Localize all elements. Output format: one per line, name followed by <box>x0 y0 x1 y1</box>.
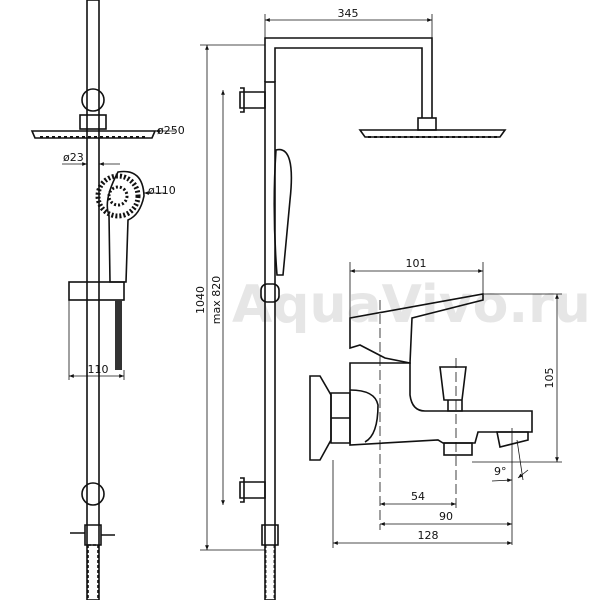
side-shower-head <box>358 129 507 138</box>
front-view: ø250 ø23 ø110 110 <box>30 0 185 600</box>
hand-shower <box>106 170 145 283</box>
lever-length-label: 101 <box>406 257 427 270</box>
aerator <box>443 442 473 456</box>
angle-label: 9° <box>494 465 507 478</box>
spout-tip <box>496 431 529 448</box>
diverter-knob <box>439 366 467 412</box>
dim-128-label: 128 <box>418 529 439 542</box>
side-slider <box>260 283 280 303</box>
overhead-shower-head <box>30 130 157 139</box>
top-wall-bracket <box>81 88 105 112</box>
dim-54-label: 54 <box>411 490 425 503</box>
hose <box>115 300 122 370</box>
side-top-bracket <box>239 87 266 113</box>
arm-reach-label: 345 <box>338 7 359 20</box>
holder-width-label: 110 <box>88 363 109 376</box>
height-label: 105 <box>543 368 556 389</box>
bottom-wall-bracket <box>81 482 105 506</box>
connection-nut <box>330 392 351 444</box>
wall-flange <box>309 375 332 461</box>
total-height-label: 1040 <box>194 286 207 314</box>
dim-90-label: 90 <box>439 510 453 523</box>
side-rail <box>264 81 276 600</box>
mixer-view: 101 105 9° 54 90 128 <box>309 257 562 548</box>
slider-holder <box>68 281 125 301</box>
handshower-diameter-label: ø110 <box>148 184 176 197</box>
diverter <box>70 524 115 546</box>
rail-diameter-label: ø23 <box>63 151 84 164</box>
head-diameter-label: ø250 <box>157 124 185 137</box>
side-hand-shower <box>273 148 293 276</box>
lever-handle <box>349 293 484 364</box>
side-view: 1040 max 820 345 <box>194 7 507 600</box>
shower-arm <box>264 37 433 118</box>
head-connector <box>79 114 107 130</box>
side-bottom-bracket <box>239 477 266 503</box>
rail-length-label: max 820 <box>210 276 223 324</box>
